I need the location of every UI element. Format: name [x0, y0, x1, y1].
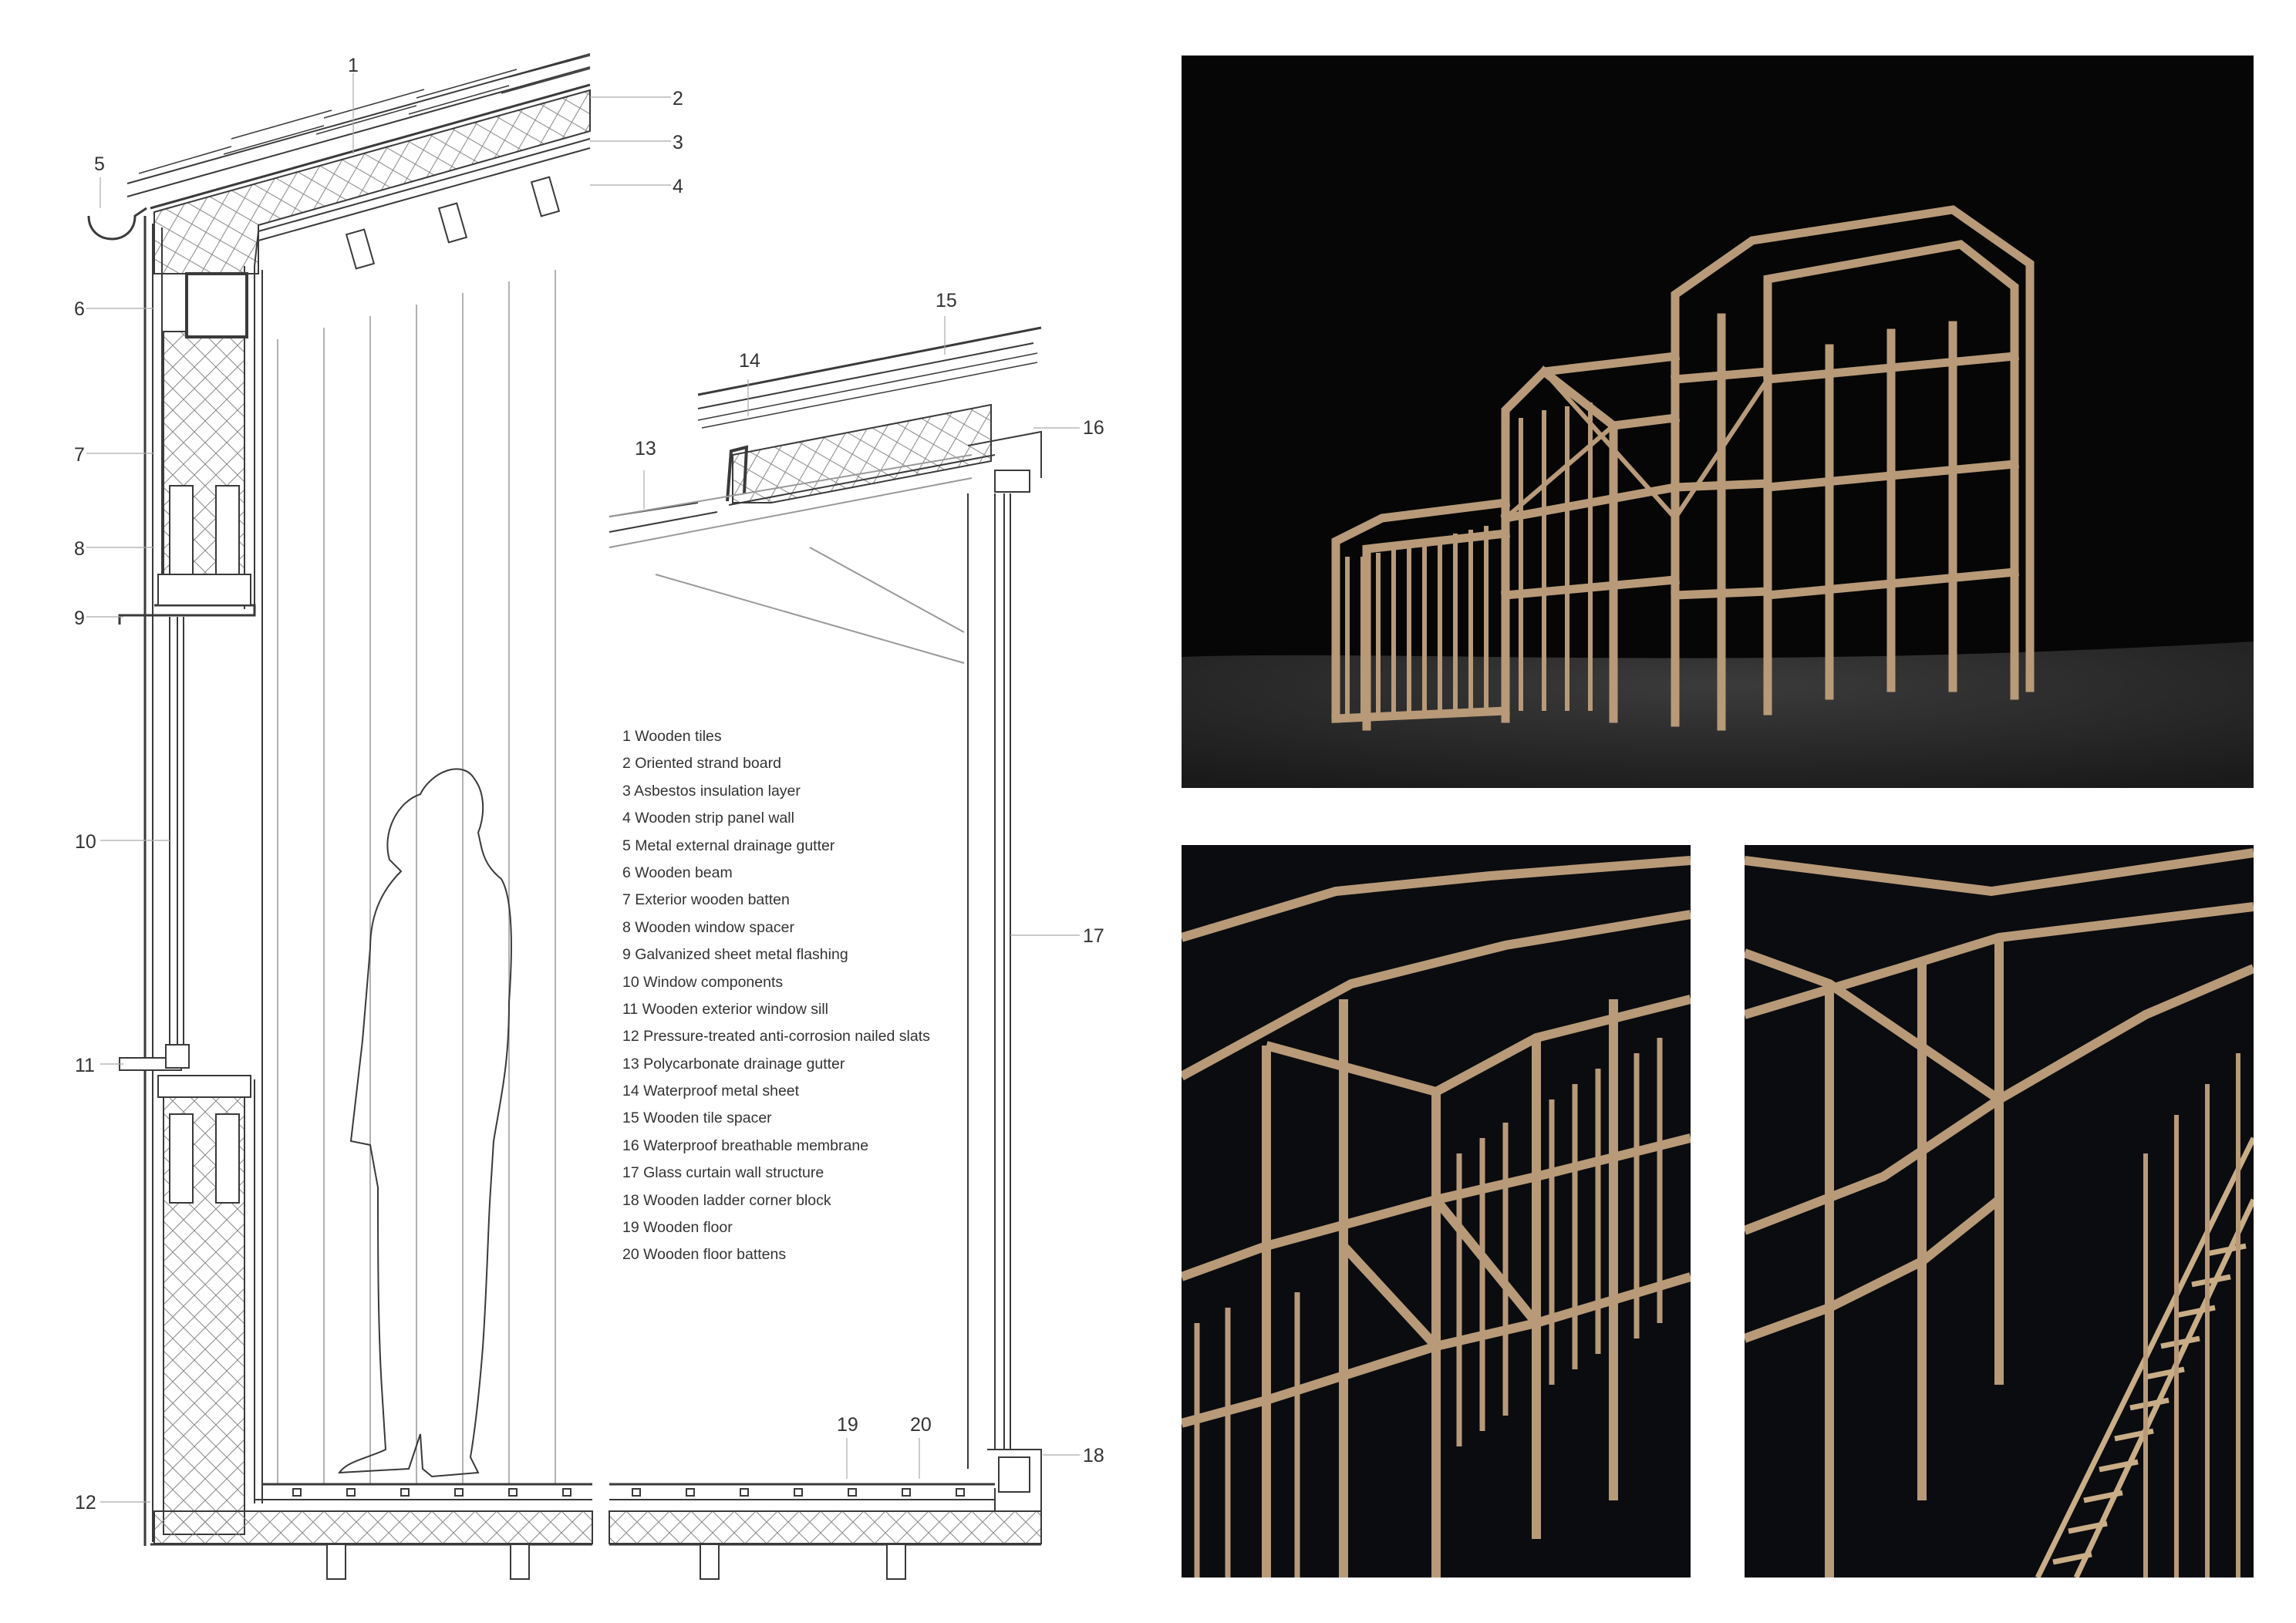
- callout-3: 3: [673, 132, 683, 153]
- legend-item: 4 Wooden strip panel wall: [622, 810, 794, 827]
- legend-item: 15 Wooden tile spacer: [622, 1109, 772, 1127]
- legend-item: 3 Asbestos insulation layer: [622, 782, 801, 800]
- wooden-beam: [185, 272, 248, 338]
- legend-item: 9 Galvanized sheet metal flashing: [622, 946, 848, 964]
- callout-14: 14: [739, 350, 760, 372]
- legend-item: 8 Wooden window spacer: [622, 918, 794, 936]
- model-photo-main: [1182, 56, 2254, 788]
- callout-9: 9: [74, 608, 85, 629]
- legend-item: 11 Wooden exterior window sill: [622, 1000, 828, 1018]
- roof-battens: [345, 176, 561, 270]
- metal-gutter: [87, 207, 147, 241]
- legend-item: 5 Metal external drainage gutter: [622, 837, 835, 854]
- window-spacer: [169, 485, 194, 575]
- callout-8: 8: [74, 538, 85, 560]
- roof-insulation-layer: [153, 89, 591, 274]
- callout-12: 12: [75, 1492, 96, 1514]
- legend-item: 6 Wooden beam: [622, 864, 733, 881]
- callout-19: 19: [837, 1414, 858, 1436]
- legend-item: 16 Waterproof breathable membrane: [622, 1136, 869, 1154]
- human-silhouette: [338, 768, 512, 1478]
- callout-18: 18: [1083, 1445, 1104, 1466]
- callout-11: 11: [75, 1055, 95, 1076]
- legend-item: 2 Oriented strand board: [622, 755, 781, 773]
- legend-item: 19 Wooden floor: [622, 1219, 733, 1237]
- callout-15: 15: [936, 290, 957, 311]
- legend-item: 10 Window components: [622, 973, 784, 991]
- legend-item: 17 Glass curtain wall structure: [622, 1164, 824, 1182]
- callout-1: 1: [348, 55, 359, 76]
- legend-item: 14 Waterproof metal sheet: [622, 1083, 800, 1100]
- callout-13: 13: [635, 438, 656, 460]
- roof-right: [609, 326, 1042, 664]
- callout-10: 10: [75, 831, 96, 853]
- legend-item: 7 Exterior wooden batten: [622, 891, 790, 909]
- floor-right: [609, 1449, 1042, 1580]
- callout-16: 16: [1083, 417, 1104, 439]
- callout-17: 17: [1083, 925, 1104, 947]
- floor-left: [150, 1483, 593, 1580]
- glass-curtain-wall: [967, 493, 1011, 1469]
- roof-tiles-left: [126, 53, 591, 197]
- legend-item: 18 Wooden ladder corner block: [622, 1191, 831, 1209]
- ladder-corner-block: [998, 1456, 1030, 1493]
- window-components: [169, 617, 184, 1049]
- model-photo-detail-left: [1182, 845, 1691, 1578]
- wall-section-drawing: [86, 53, 1080, 1580]
- callout-6: 6: [74, 298, 85, 320]
- model-photo-detail-right: [1745, 845, 2254, 1578]
- legend-item: 20 Wooden floor battens: [622, 1246, 787, 1264]
- legend-item: 13 Polycarbonate drainage gutter: [622, 1055, 845, 1072]
- legend-item: 1 Wooden tiles: [622, 728, 722, 745]
- leader-lines: [86, 73, 1080, 1503]
- metal-flashing: [118, 604, 256, 625]
- exterior-wall-left: [143, 216, 255, 1546]
- callout-2: 2: [673, 88, 683, 109]
- callout-5: 5: [94, 153, 105, 175]
- legend-item: 12 Pressure-treated anti-corrosion naile…: [622, 1028, 930, 1046]
- wooden-strip-panel-wall: [277, 270, 556, 1484]
- callout-7: 7: [74, 444, 85, 466]
- materials-legend: 1 Wooden tiles 2 Oriented strand board 3…: [622, 723, 930, 1269]
- callout-4: 4: [673, 176, 683, 197]
- callout-20: 20: [910, 1414, 932, 1436]
